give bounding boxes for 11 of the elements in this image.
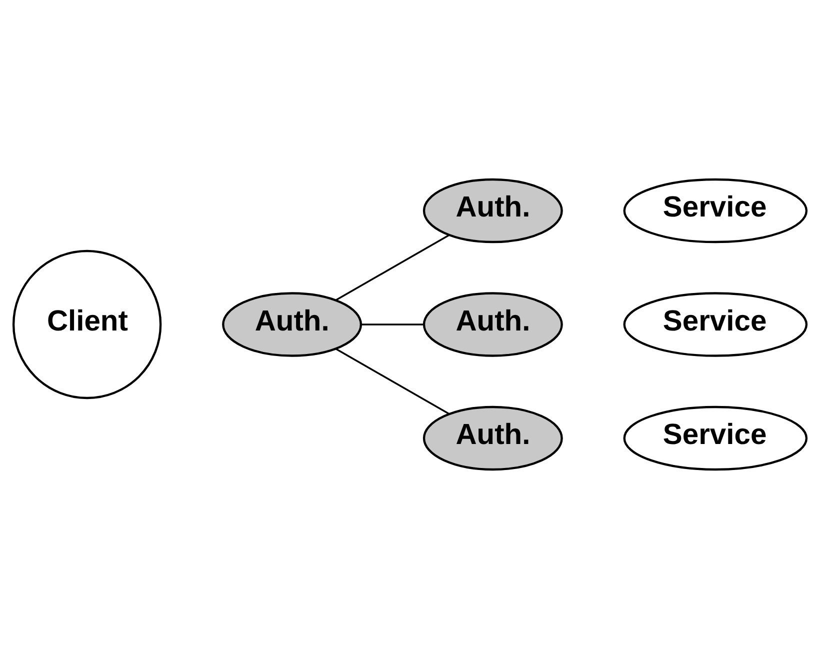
node-ellipse: Service xyxy=(623,405,808,470)
connector xyxy=(362,323,424,325)
node-ellipse: Service xyxy=(623,178,808,243)
node-ellipse: Service xyxy=(623,292,808,356)
node-ellipse: Auth. xyxy=(422,405,563,470)
connector xyxy=(335,234,450,301)
node-circle: Client xyxy=(12,249,162,399)
node-ellipse: Auth. xyxy=(222,292,362,356)
connector xyxy=(335,347,450,414)
node-ellipse: Auth. xyxy=(422,178,563,243)
node-ellipse: Auth. xyxy=(422,292,563,356)
